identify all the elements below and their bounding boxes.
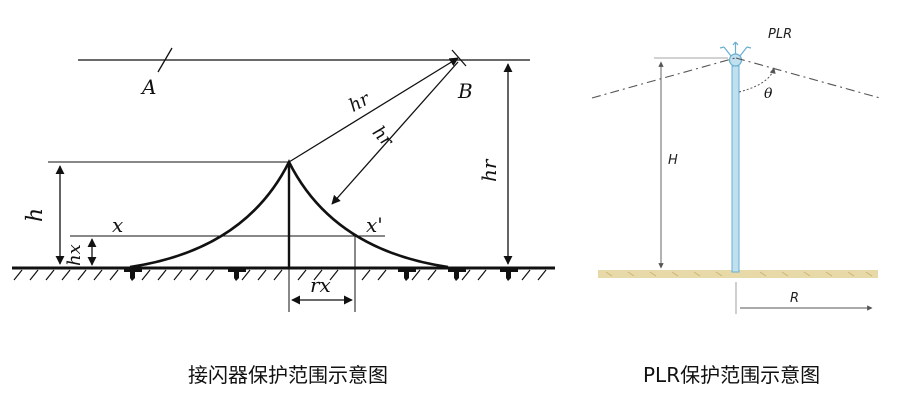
protection-line-left: [591, 57, 736, 99]
label-R: R: [790, 291, 799, 306]
label-x: x: [112, 213, 123, 237]
plr-mast: [731, 65, 740, 273]
label-hr-right: hr: [477, 158, 501, 182]
plr-spikes: [719, 41, 752, 57]
theta-arc: [738, 67, 776, 93]
ground-hatching: [13, 269, 547, 281]
caption-lightning-rod: 接闪器保护范围示意图: [188, 363, 388, 387]
grounding-marks: [124, 269, 518, 281]
label-H: H: [668, 153, 678, 168]
radius-line-lower: [331, 61, 459, 205]
label-hr-mid: hr: [368, 122, 398, 152]
plr-head: [728, 53, 743, 67]
caption-plr: PLR保护范围示意图: [643, 363, 821, 387]
tick-b: [451, 49, 467, 67]
label-plr: PLR: [768, 27, 792, 42]
tick-a: [157, 47, 173, 73]
lightning-rod-diagram: A B hr hr hr h hx x x' rx: [12, 47, 555, 312]
radius-line-upper: [288, 57, 459, 163]
label-b: B: [457, 79, 473, 103]
label-theta: θ: [764, 86, 773, 102]
label-rx: rx: [310, 273, 331, 297]
protection-line-right: [735, 57, 881, 99]
label-hx: hx: [64, 244, 85, 266]
label-x-prime: x': [366, 213, 383, 237]
plr-diagram: PLR θ H R: [591, 27, 881, 314]
ground-strip: [598, 270, 878, 278]
label-a: A: [140, 75, 156, 99]
label-h: h: [23, 208, 48, 222]
ground-strip-texture: [605, 271, 873, 277]
